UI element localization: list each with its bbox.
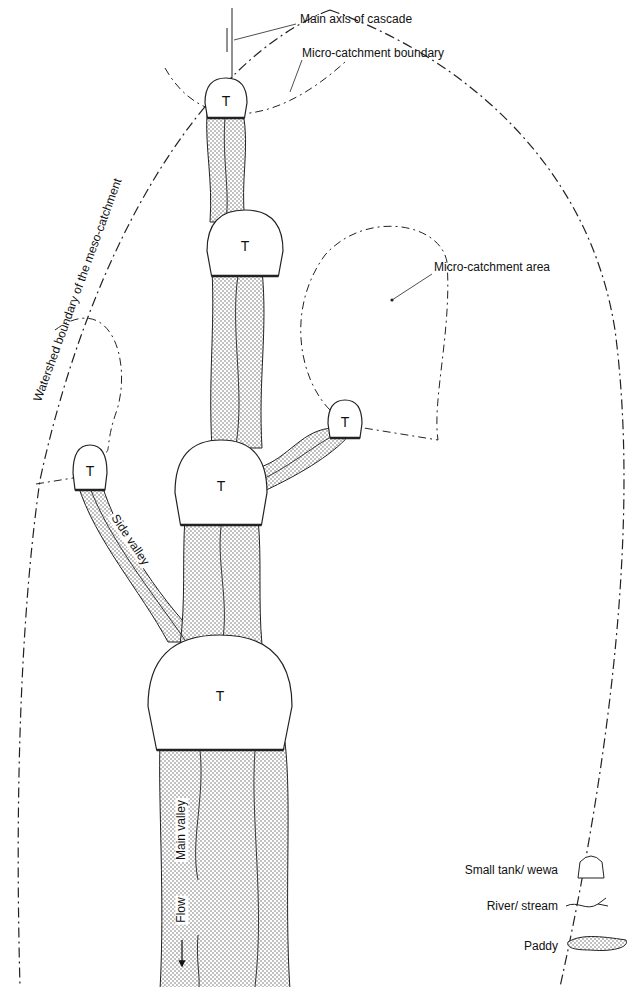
tank: T (328, 400, 362, 438)
tank-label: T (217, 473, 226, 493)
tank-label: T (86, 458, 95, 478)
annotation-label: Flow (175, 895, 188, 924)
leader-line (234, 24, 296, 40)
leader-dot (390, 298, 393, 301)
watershed-boundary (18, 10, 624, 987)
tank-label: T (341, 409, 350, 429)
annotation-label: Micro-catchment boundary (302, 47, 444, 60)
tank-label: T (216, 683, 225, 703)
legend-text: Small tank/ wewa (465, 863, 558, 877)
annotation-label: Main valley (175, 798, 188, 862)
micro-catchment-boundary (165, 62, 345, 114)
leader-line (392, 274, 432, 300)
tank: T (73, 445, 107, 490)
annotation-label: Micro-catchment area (434, 261, 550, 274)
tank: T (148, 635, 292, 750)
tank: T (205, 78, 247, 118)
annotation-label: Main axis of cascade (300, 13, 412, 26)
tank: T (175, 440, 267, 525)
micro-catchment-boundary (301, 226, 448, 440)
stream-sample (566, 898, 608, 907)
paddy-sample (568, 937, 627, 951)
main-axis (227, 8, 232, 78)
flow-arrow (181, 940, 182, 966)
legend-text: River/ stream (487, 899, 558, 913)
leader-line (290, 60, 302, 92)
paddy-fields (78, 112, 352, 987)
annotation-label: Watershed boundary of the meso-catchment (31, 177, 124, 404)
tank-sample (578, 856, 604, 878)
tank-label: T (241, 233, 250, 253)
tank: T (207, 210, 283, 276)
streams (90, 117, 342, 987)
legend-text: Paddy (524, 939, 558, 953)
tank-label: T (222, 88, 231, 108)
